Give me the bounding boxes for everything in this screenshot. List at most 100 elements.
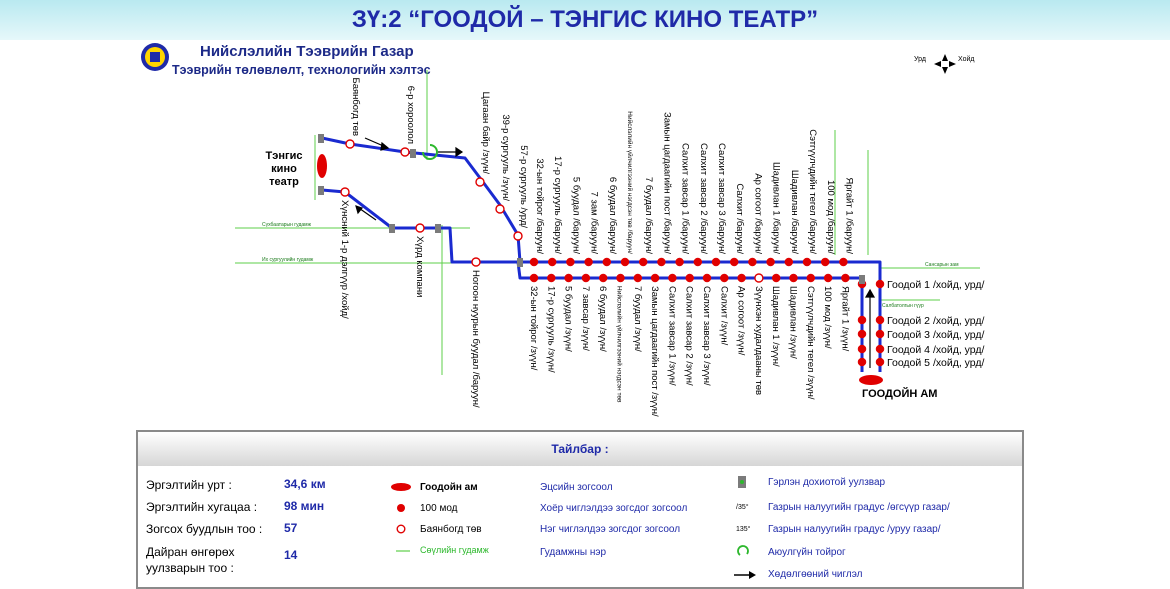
stop-label: Шадивлан 1 /зүүн/	[770, 286, 781, 367]
stop-marker	[702, 273, 712, 283]
stat-value: 57	[284, 521, 298, 535]
stop-label: Салхит /зүүн/	[718, 286, 729, 346]
stop-marker	[784, 257, 794, 267]
legend-grade-down: Газрын налуугийн градус /уруу газар/	[768, 524, 941, 535]
traffic-light-icon	[318, 134, 324, 143]
org-name: Нийслэлийн Тээврийн Газар	[200, 43, 414, 60]
stop-marker	[711, 257, 721, 267]
stat-value: 34,6 км	[284, 477, 326, 491]
stop-marker	[475, 177, 485, 187]
stop-label: 5 буудал /баруун/	[570, 177, 581, 254]
stop-marker	[657, 257, 666, 267]
stop-marker	[675, 257, 684, 267]
stop-marker	[875, 315, 885, 325]
legend-street-name: Гудамжны нэр	[540, 547, 607, 558]
stop-marker	[602, 257, 612, 267]
stat-value: 14	[284, 548, 298, 562]
street-label-sukhbaatar: Сүхбаатарын гудамж	[262, 222, 312, 228]
route-south	[321, 188, 864, 372]
stop-label: Зүүнхэн худалдааны төв	[753, 286, 764, 395]
terminal-start-label: Тэнгис кино театр	[265, 150, 303, 188]
stop-marker	[857, 344, 867, 354]
stop-label: Яргайт 1 /баруун/	[843, 177, 854, 254]
stop-label: Нийслэлийн үйлчилгээний нэгдсэн төв /бар…	[626, 111, 634, 254]
stop-marker	[340, 187, 350, 197]
stop-marker	[875, 344, 885, 354]
terminal-end-label: ГООДОЙН АМ	[862, 388, 938, 400]
street-label-iskh: Их сургуулийн гудамж	[262, 256, 314, 263]
stop-label: Салхит завсар 3 /баруун/	[716, 143, 727, 254]
traffic-light-icon	[410, 149, 416, 158]
stop-marker	[875, 329, 885, 339]
stop-marker	[841, 273, 850, 283]
stop-label: Ар согоот /зүүн/	[736, 286, 747, 356]
traffic-lights	[318, 134, 865, 284]
stop-label: 7 зам /баруун/	[589, 192, 600, 255]
stop-marker	[839, 257, 848, 267]
stop-label: 5 буудал /зүүн/	[563, 286, 574, 352]
stop-label: Салхит /баруун/	[734, 183, 745, 254]
stop-marker	[729, 257, 739, 267]
stop-marker	[823, 273, 833, 283]
stop-label: Яргайт 1 /зүүн/	[839, 286, 850, 352]
legend-title: Тайлбар :	[551, 442, 609, 456]
stop-marker	[789, 273, 798, 283]
stat-label: Зогсох буудлын тоо :	[146, 522, 263, 536]
stop-marker	[771, 273, 781, 283]
compass-west: Урд	[914, 56, 926, 63]
stop-label: 32-ын тойрог /баруун/	[534, 158, 545, 254]
stop-marker	[598, 273, 608, 283]
stop-marker	[802, 257, 812, 267]
stop-marker	[547, 273, 556, 283]
legend-main-street: Сөүлийн гудамж	[420, 545, 489, 555]
legend-street-icon	[396, 550, 410, 552]
legend-roundabout-icon	[737, 545, 749, 556]
stop-label: 7 завсар /зүүн/	[580, 286, 591, 351]
stop-label: Ногоон нуурын буудал /баруун/	[470, 270, 481, 408]
stop-label: 100 мод /баруун/	[825, 180, 836, 254]
traffic-light-icon	[517, 258, 523, 267]
stop-label-right: Гоодой 5 /хойд, урд/	[887, 357, 985, 369]
stat-value: 98 мин	[284, 499, 325, 513]
org-department: Тээврийн төлөвлөлт, технологийн хэлтэс	[172, 63, 431, 77]
stop-marker	[737, 273, 746, 283]
legend-stop-bayanbogd: Баянбогд төв	[420, 524, 482, 535]
stop-label: 6-р хороолол	[405, 86, 416, 144]
stop-label: Замын цагдаагийн пост /зүүн/	[649, 286, 660, 417]
legend-stop-one-icon	[396, 524, 406, 534]
legend-grade-down-icon: 135°	[736, 526, 751, 533]
stop-marker	[650, 273, 660, 283]
stop-label-right: Гоодой 2 /хойд, урд/	[887, 315, 985, 327]
legend-traffic-light: Гэрлэн дохиотой уулзвар	[768, 477, 886, 488]
stop-label: 39-р сургууль /зүүн/	[500, 114, 511, 201]
direction-arrow-icon	[355, 205, 364, 215]
legend-end-stop: Гоодойн ам	[420, 482, 478, 493]
stop-marker	[564, 273, 573, 283]
legend-panel: Тайлбар : Эргэлтийн урт : 34,6 км Эргэлт…	[136, 430, 1024, 589]
stop-label: 57-р сургууль /урд/	[518, 145, 529, 228]
direction-arrows	[355, 137, 876, 368]
stops-right-marks: Гоодой 1 /хойд, урд/Гоодой 2 /хойд, урд/…	[857, 279, 985, 369]
stop-marker	[620, 257, 630, 267]
stop-marker	[584, 257, 593, 267]
stop-marker	[415, 223, 425, 233]
legend-end-stop-icon	[391, 483, 411, 491]
legend-final-stop: Эцсийн зогсоол	[540, 482, 613, 493]
stop-marker	[495, 204, 505, 214]
stop-marker	[857, 357, 867, 367]
street-label-salbatolgoi: Салбатолгын гүүр	[882, 303, 924, 309]
legend-stop-100: 100 мод	[420, 503, 458, 514]
stat-label: Эргэлтийн урт :	[146, 478, 232, 492]
stop-label: Салхит завсар 3 /зүүн/	[701, 286, 712, 386]
stop-label-right: Гоодой 3 /хойд, урд/	[887, 329, 985, 341]
stop-marker	[766, 257, 775, 267]
stops-bottom-marks: Хүнсний 1-р дэлгүүр /хойд/Хүрд компаниНо…	[339, 187, 850, 417]
legend-roundabout: Аюулгүйн тойрог	[768, 547, 846, 558]
stop-label: 6 буудал /зүүн/	[597, 286, 608, 352]
legend-one-dir: Нэг чиглэлдээ зогсдог зогсоол	[540, 524, 681, 535]
stop-marker	[820, 257, 830, 267]
stat-label: Эргэлтийн хугацаа :	[146, 500, 258, 514]
stop-marker	[875, 357, 885, 367]
stop-marker	[875, 279, 885, 289]
